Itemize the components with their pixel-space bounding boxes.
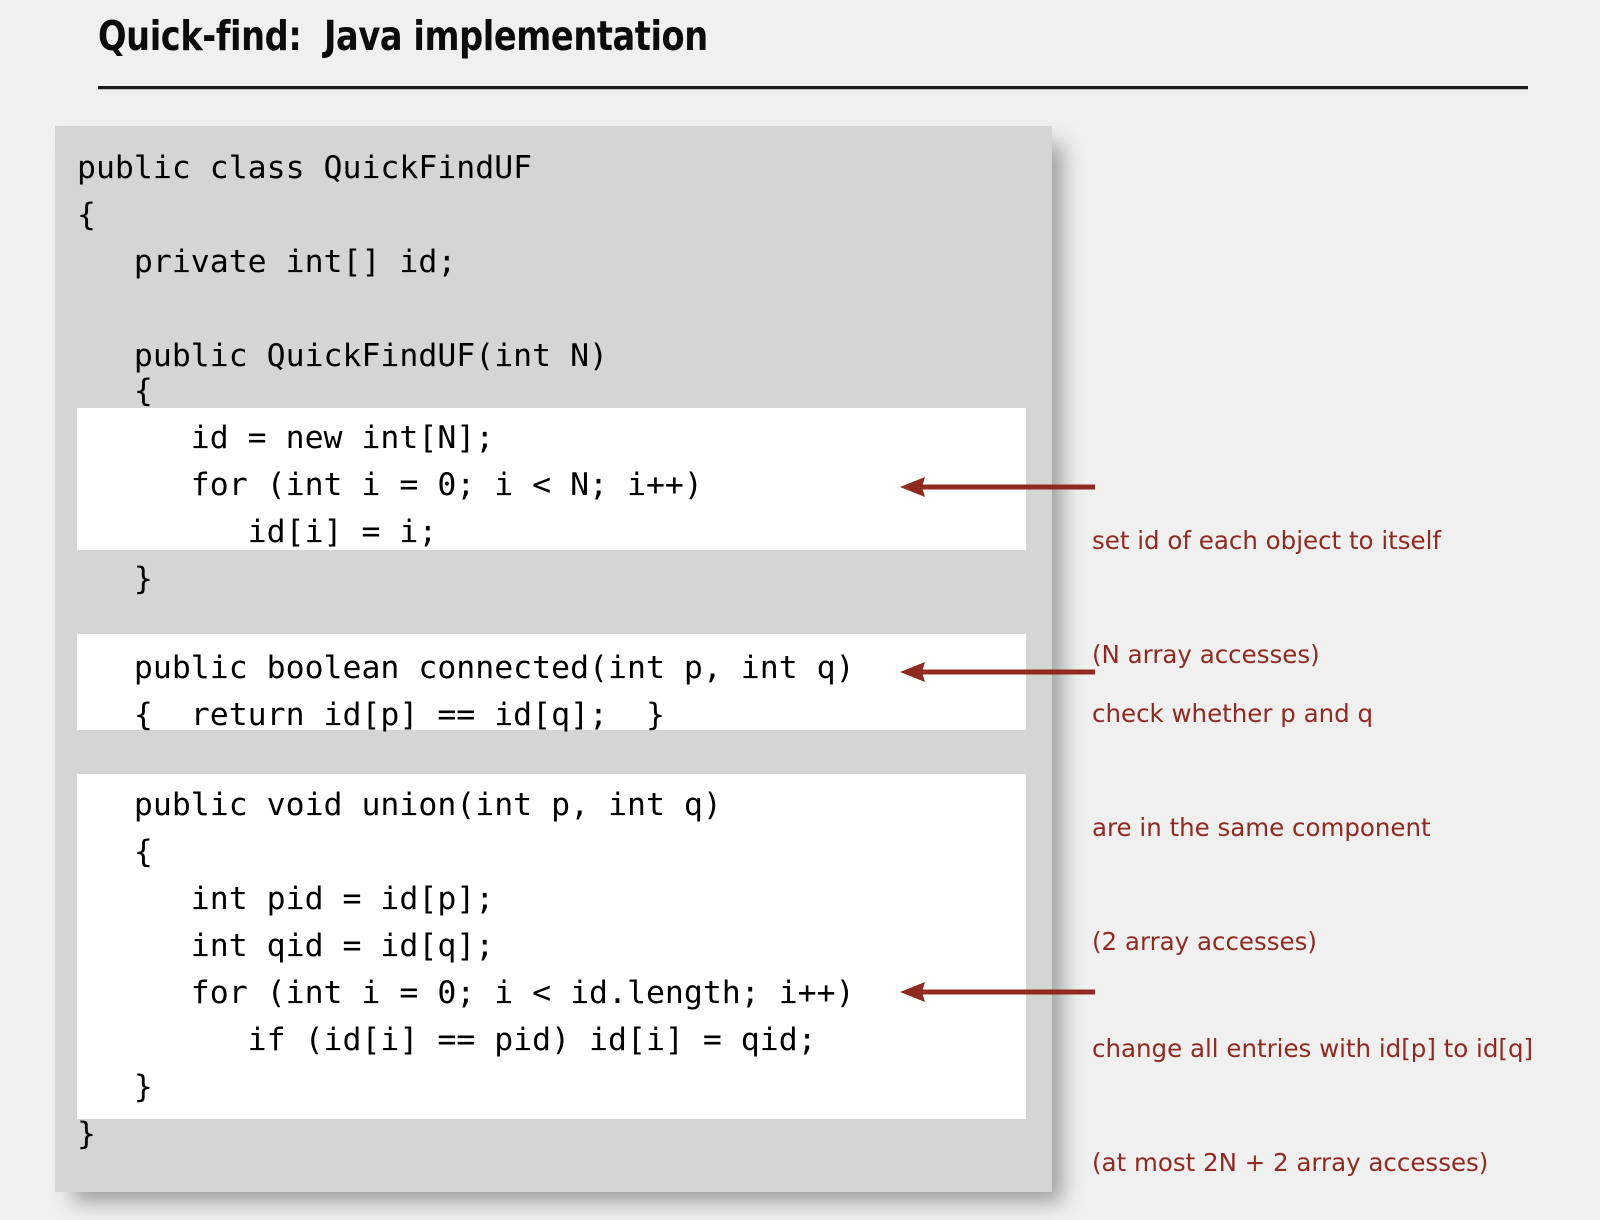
title-divider	[98, 86, 1528, 90]
code-line: int pid = id[p];	[77, 881, 495, 917]
code-line: public boolean connected(int p, int q)	[77, 650, 855, 686]
arrow-to-union	[900, 982, 1095, 1002]
page-title: Quick-find: Java implementation	[98, 12, 708, 60]
code-line: for (int i = 0; i < id.length; i++)	[77, 975, 855, 1011]
code-panel: public class QuickFindUF { private int[]…	[55, 126, 1052, 1192]
highlight-band-union	[77, 774, 1026, 1119]
code-line: }	[77, 561, 153, 597]
code-line: }	[77, 1069, 153, 1105]
annotation-line: are in the same component	[1092, 813, 1431, 842]
arrow-to-constructor	[900, 477, 1095, 497]
code-line: private int[] id;	[77, 244, 457, 280]
code-line: { return id[p] == id[q]; }	[77, 697, 665, 733]
code-line: {	[77, 834, 153, 870]
highlight-band-connected	[77, 634, 1026, 730]
code-line: int qid = id[q];	[77, 928, 495, 964]
code-line: id = new int[N];	[77, 420, 495, 456]
annotation-line: (2 array accesses)	[1092, 927, 1317, 956]
arrow-to-connected	[900, 662, 1095, 682]
code-line: if (id[i] == pid) id[i] = qid;	[77, 1022, 817, 1058]
annotation-line: change all entries with id[p] to id[q]	[1092, 1034, 1534, 1063]
annotation-line: (at most 2N + 2 array accesses)	[1092, 1148, 1489, 1177]
code-line: public QuickFindUF(int N)	[77, 338, 609, 374]
highlight-band-constructor	[77, 408, 1026, 550]
annotation-union: change all entries with id[p] to id[q] (…	[1092, 954, 1533, 1220]
code-line: id[i] = i;	[77, 514, 438, 550]
annotation-connected: check whether p and q are in the same co…	[1092, 619, 1431, 999]
annotation-constructor: set id of each object to itself (N array…	[1092, 446, 1441, 712]
annotation-line: (N array accesses)	[1092, 640, 1320, 669]
code-line: {	[77, 373, 153, 409]
code-line: {	[77, 197, 96, 233]
annotation-line: set id of each object to itself	[1092, 526, 1442, 555]
code-line: public class QuickFindUF	[77, 150, 533, 186]
code-line: }	[77, 1116, 96, 1152]
code-line: public void union(int p, int q)	[77, 787, 722, 823]
annotation-line: check whether p and q	[1092, 699, 1373, 728]
code-line: for (int i = 0; i < N; i++)	[77, 467, 703, 503]
